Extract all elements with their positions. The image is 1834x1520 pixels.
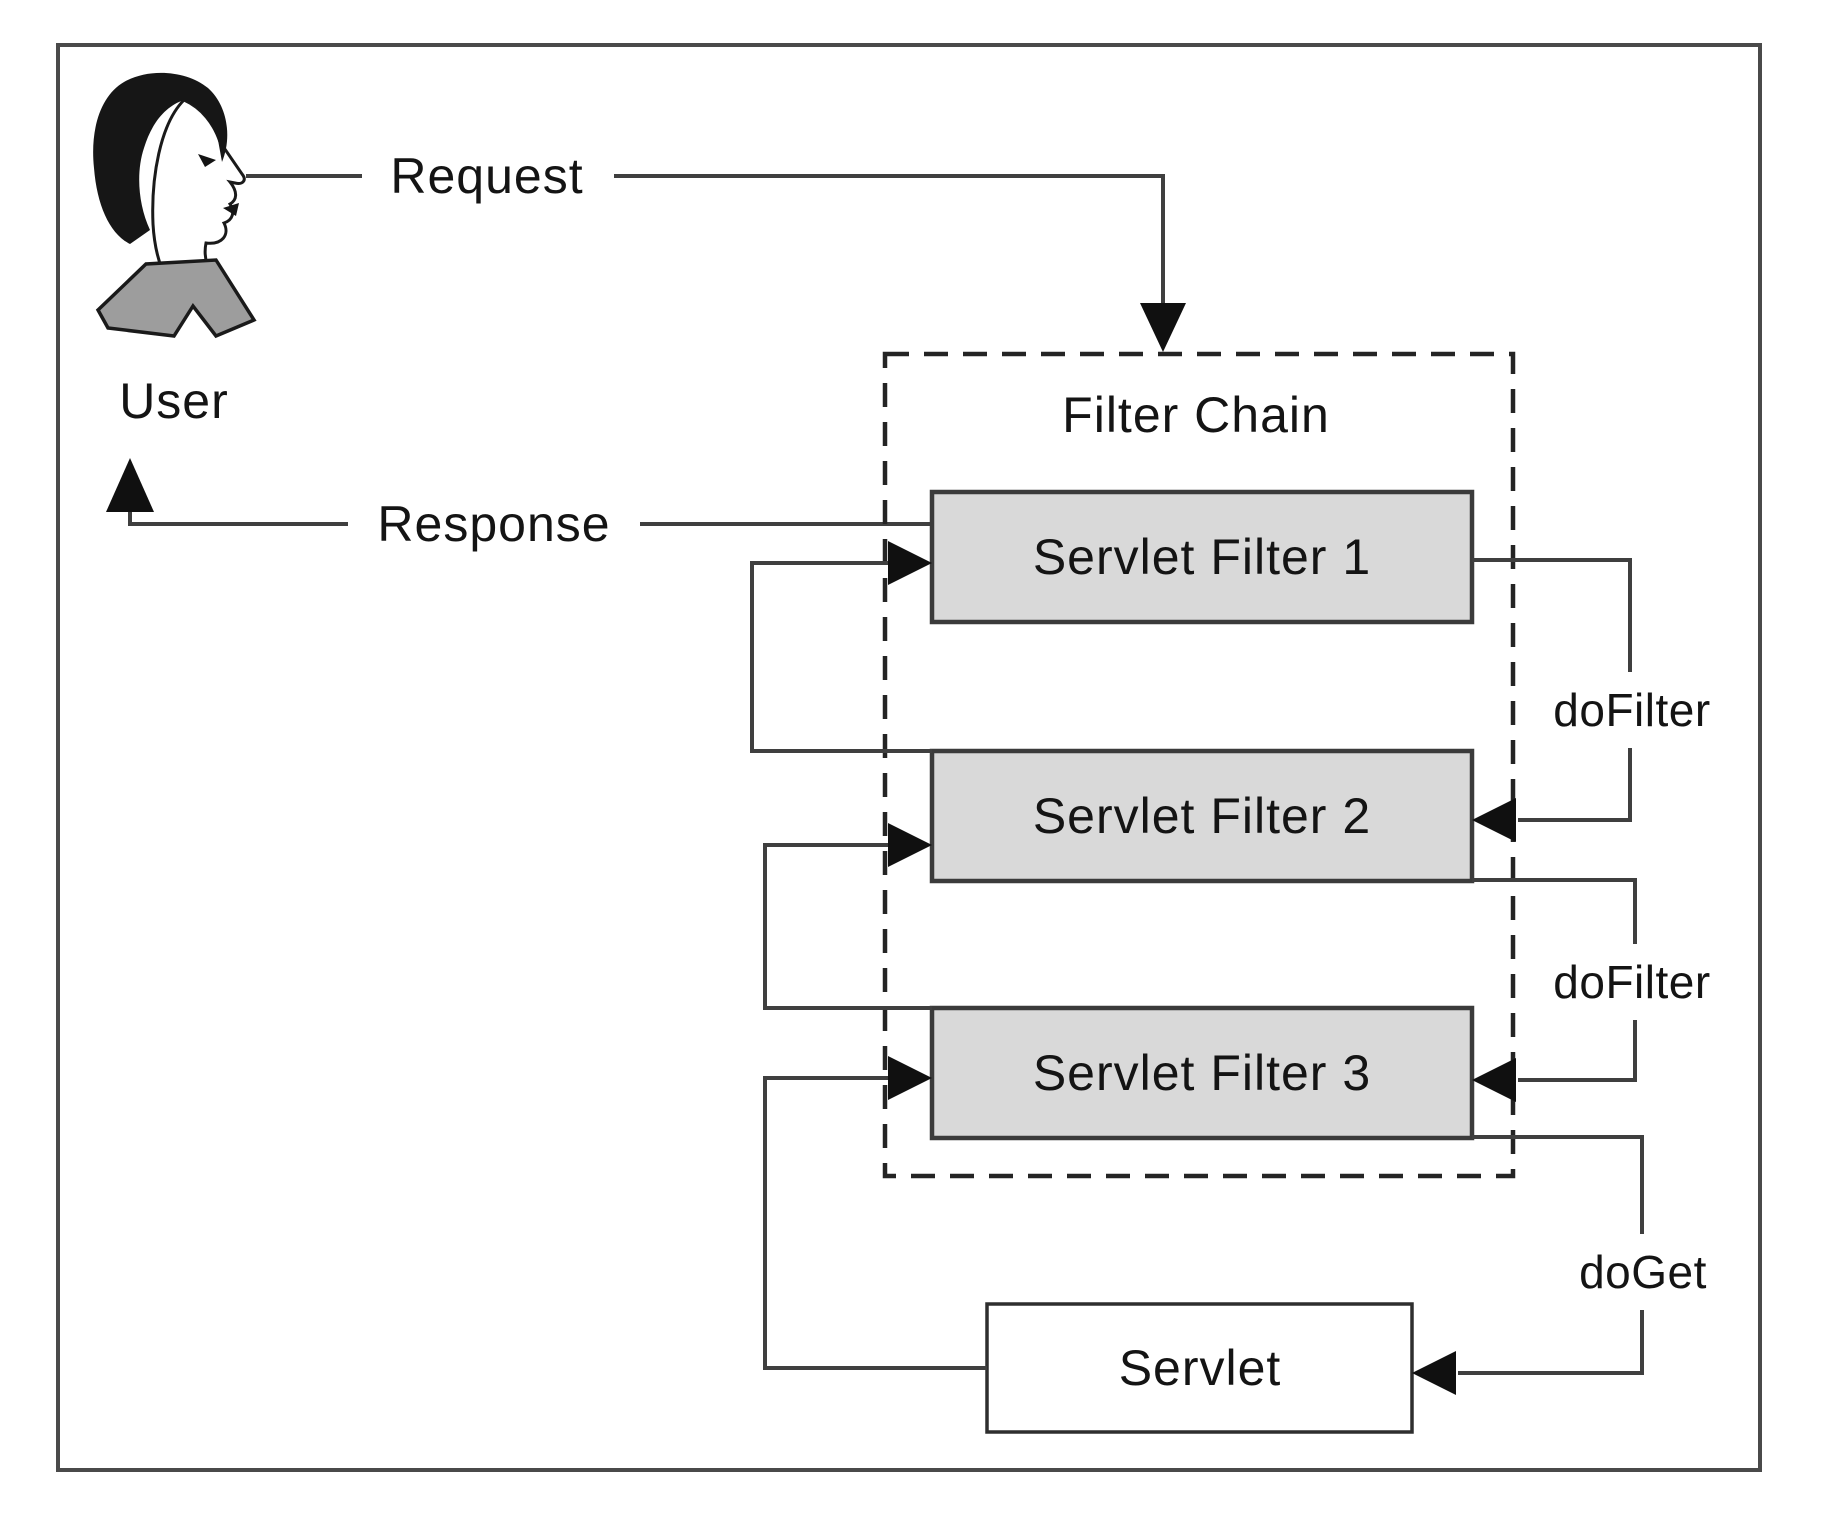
servlet-filter-3-box: Servlet Filter 3 [929, 1005, 1475, 1141]
servlet-filter-2-label: Servlet Filter 2 [1033, 788, 1371, 844]
request-arrowhead-down-icon [1140, 303, 1186, 352]
dofilter-label-2: doFilter [1553, 956, 1710, 1008]
doget-loop [1412, 1135, 1644, 1395]
user-eye [198, 154, 216, 167]
dofilter-label-1: doFilter [1553, 684, 1710, 736]
return-loop-filter3-to-filter2 [763, 823, 932, 1010]
user-icon [93, 72, 257, 339]
request-arrow [246, 174, 1186, 352]
arrowhead-right-into-filter3-icon [888, 1056, 932, 1100]
return-loop-filter2-to-filter1 [750, 541, 932, 753]
servlet-box: Servlet [985, 1302, 1414, 1434]
user-shoulders [95, 258, 257, 339]
dofilter-loop-1 [1472, 558, 1632, 842]
servlet-filter-2-box: Servlet Filter 2 [929, 748, 1475, 884]
outer-border [56, 43, 1762, 1472]
arrowhead-left-into-filter3-icon [1472, 1058, 1516, 1102]
filter-chain-box [882, 351, 1516, 1179]
doget-label: doGet [1579, 1246, 1707, 1298]
response-arrowhead-up-icon [106, 458, 154, 512]
return-loop-servlet-to-filter3 [763, 1056, 987, 1370]
response-line-left [128, 506, 348, 526]
arrowhead-left-into-servlet-icon [1412, 1351, 1456, 1395]
arrowhead-right-into-filter2-icon [888, 823, 932, 867]
request-label: Request [390, 148, 583, 204]
user-hair [93, 72, 228, 244]
servlet-filter-3-label: Servlet Filter 3 [1033, 1045, 1371, 1101]
filter-chain-label: Filter Chain [1062, 387, 1330, 443]
response-label: Response [377, 496, 610, 552]
user-label: User [119, 373, 229, 429]
dofilter-loop-2 [1472, 878, 1637, 1102]
arrowhead-left-into-filter2-icon [1472, 798, 1516, 842]
request-line-right [614, 174, 1165, 306]
servlet-filter-1-box: Servlet Filter 1 [929, 489, 1475, 625]
servlet-label: Servlet [1119, 1340, 1282, 1396]
arrowhead-right-into-filter1-icon [888, 541, 932, 585]
servlet-filter-1-label: Servlet Filter 1 [1033, 529, 1371, 585]
user-mouth [223, 203, 239, 216]
